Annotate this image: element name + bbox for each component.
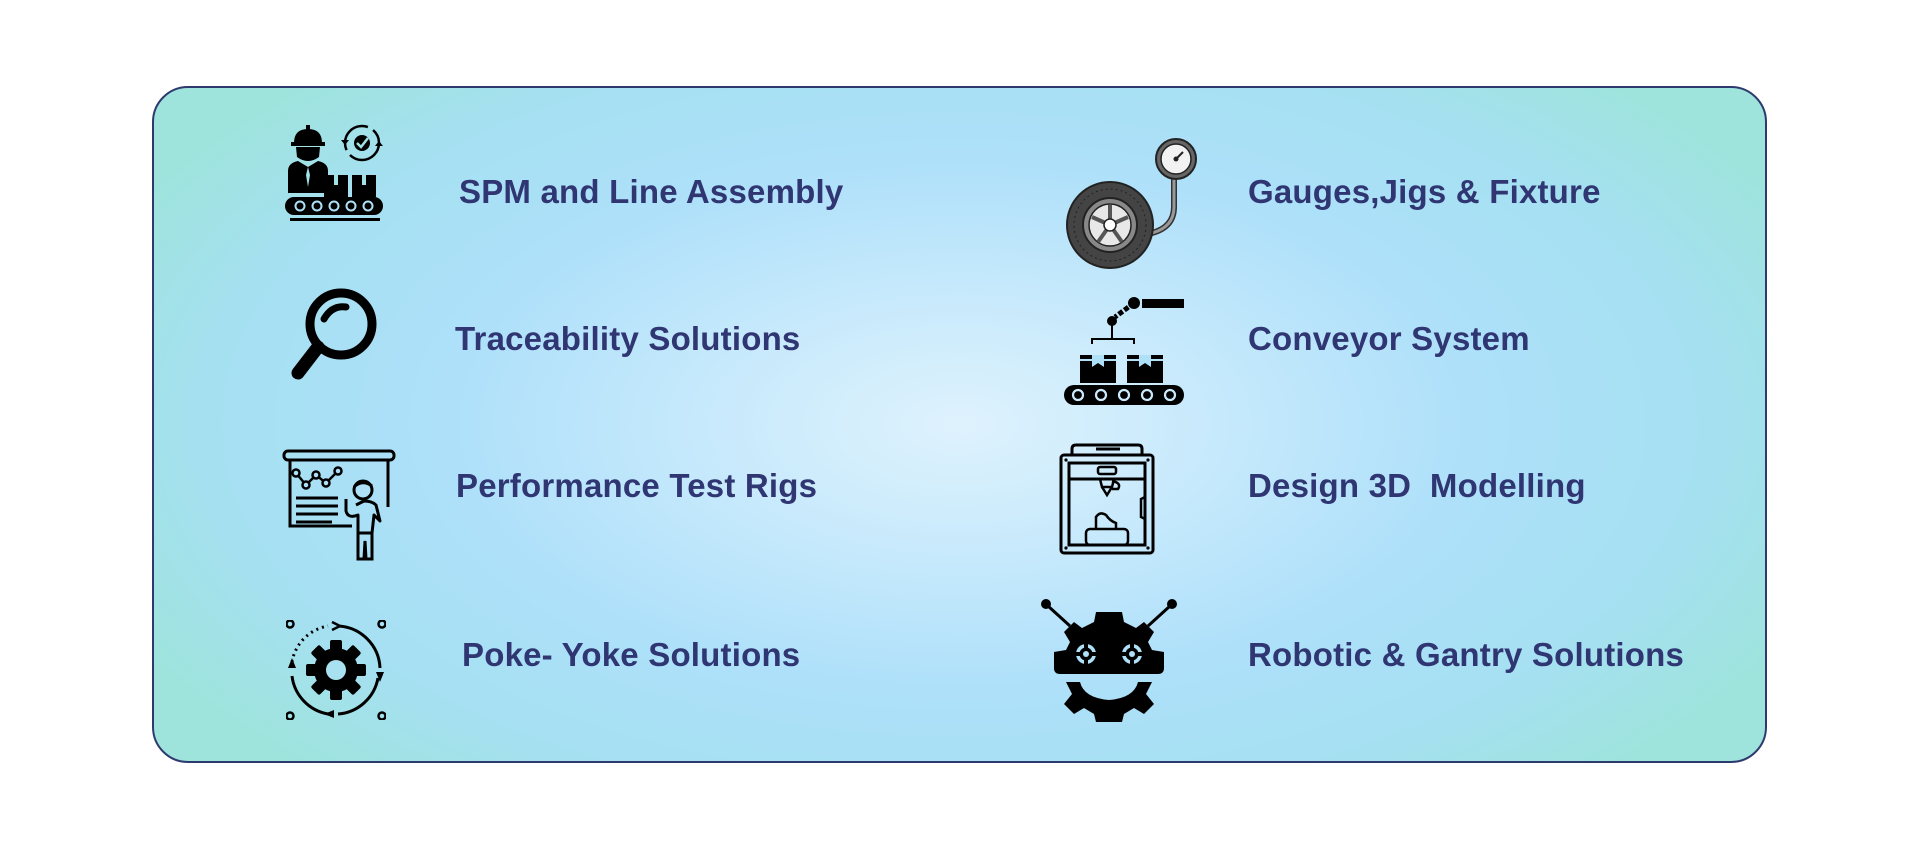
services-card: SPM and Line Assembly Traceability Solut… <box>152 86 1767 763</box>
3d-printer-icon <box>1059 443 1155 555</box>
service-label-conveyor-system: Conveyor System <box>1248 320 1530 357</box>
service-label-traceability: Traceability Solutions <box>455 320 801 357</box>
service-label-poke-yoke: Poke- Yoke Solutions <box>462 636 801 673</box>
service-label-performance-test-rigs: Performance Test Rigs <box>456 467 818 504</box>
tire-pressure-gauge-icon <box>1066 138 1197 269</box>
service-label-spm-line-assembly: SPM and Line Assembly <box>459 173 844 210</box>
service-label-robotic-gantry: Robotic & Gantry Solutions <box>1248 636 1685 673</box>
service-label-design-3d-modelling: Design 3D Modelling <box>1248 467 1586 504</box>
presentation-chart-icon <box>282 449 396 561</box>
conveyor-robot-arm-icon <box>1064 297 1184 405</box>
gear-cycle-icon <box>286 620 386 720</box>
service-label-gauges-jigs-fixture: Gauges,Jigs & Fixture <box>1248 173 1601 210</box>
magnifying-glass-icon <box>291 288 377 380</box>
assembly-line-worker-icon <box>285 124 383 221</box>
robot-gear-icon <box>1041 599 1177 722</box>
